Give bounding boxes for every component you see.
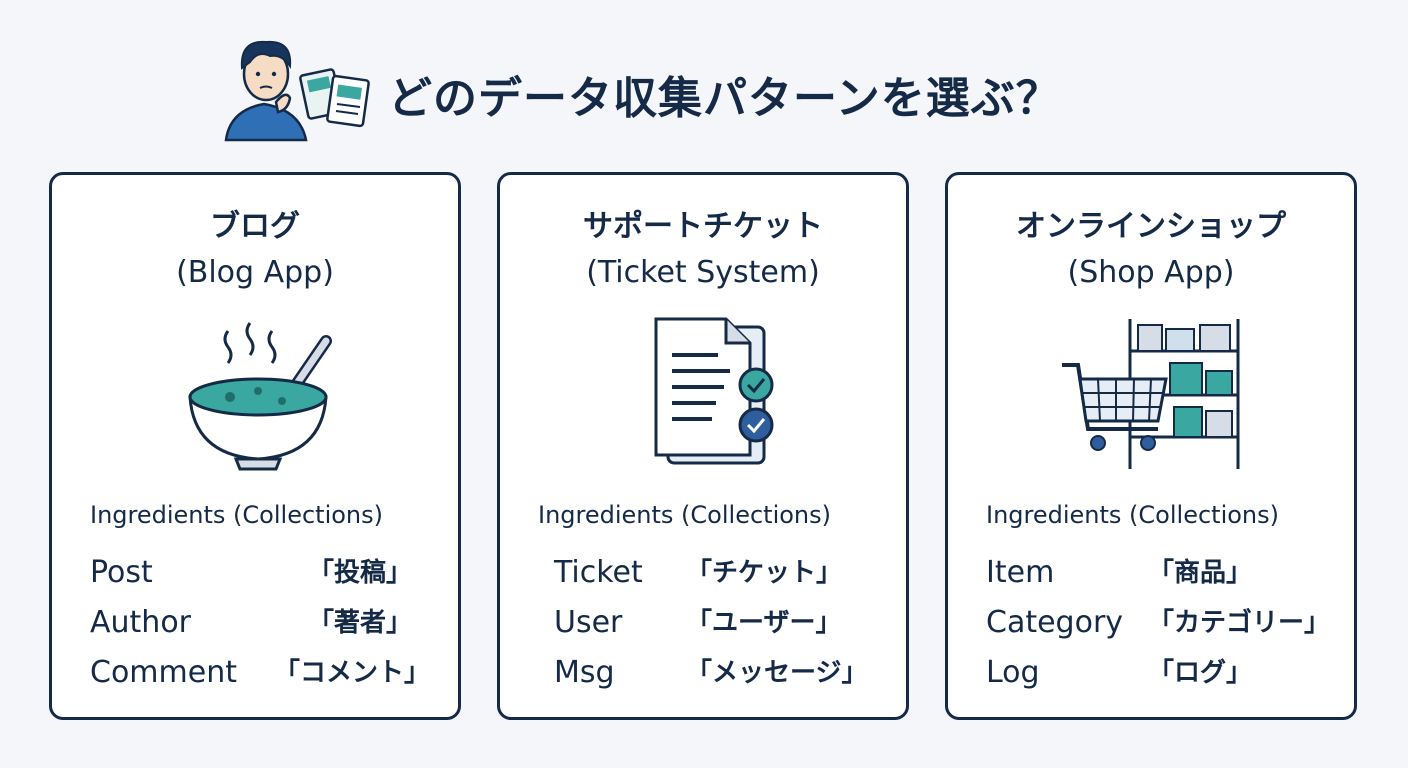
ingredients-label: Ingredients (Collections) [538, 501, 831, 529]
collection-list: Item 「商品」 Category 「カテゴリー」 Log 「ログ」 [986, 551, 1330, 701]
card-subtitle: (Ticket System) [586, 255, 820, 290]
collection-en: Msg [554, 655, 615, 690]
list-item: Item 「商品」 [986, 551, 1326, 601]
card-subtitle: (Blog App) [176, 255, 334, 290]
collection-en: Category [986, 605, 1124, 640]
collection-jp: 「チケット」 [686, 558, 843, 588]
soup-bowl-icon [188, 322, 332, 471]
collection-en: User [554, 605, 623, 640]
list-item: Msg 「メッセージ」 [554, 651, 894, 701]
shopping-cart-shelf-icon [1062, 319, 1240, 469]
collection-list: Post 「投稿」 Author 「著者」 Comment 「コメント」 [90, 551, 430, 701]
list-item: Ticket 「チケット」 [554, 551, 894, 601]
list-item: Post 「投稿」 [90, 551, 430, 601]
card-ticket: サポートチケット (Ticket System) Ingredients (Co… [497, 172, 909, 720]
card-title: オンラインショップ [1016, 209, 1286, 244]
ingredients-label: Ingredients (Collections) [986, 501, 1279, 529]
collection-en: Log [986, 655, 1040, 690]
list-item: Comment 「コメント」 [90, 651, 430, 701]
card-subtitle: (Shop App) [1067, 255, 1235, 290]
card-title: ブログ [210, 209, 300, 244]
collection-jp: 「ログ」 [1148, 658, 1253, 688]
list-item: Category 「カテゴリー」 [986, 601, 1330, 651]
collection-jp: 「投稿」 [308, 558, 413, 588]
page-title: どのデータ収集パターンを選ぶ？ [388, 73, 1061, 124]
collection-en: Comment [90, 655, 237, 690]
list-item: User 「ユーザー」 [554, 601, 894, 651]
collection-en: Ticket [554, 555, 643, 590]
thinking-person-icon [224, 40, 370, 142]
card-shop: オンラインショップ (Shop App) Ingredients (Collec… [945, 172, 1357, 720]
collection-jp: 「カテゴリー」 [1148, 608, 1331, 638]
collection-jp: 「メッセージ」 [686, 658, 868, 688]
collection-en: Post [90, 555, 153, 590]
document-checklist-icon [654, 317, 774, 465]
header: どのデータ収集パターンを選ぶ？ [0, 22, 1408, 152]
collection-list: Ticket 「チケット」 User 「ユーザー」 Msg 「メッセージ」 [554, 551, 894, 701]
collection-jp: 「著者」 [308, 608, 413, 638]
list-item: Log 「ログ」 [986, 651, 1326, 701]
ingredients-label: Ingredients (Collections) [90, 501, 383, 529]
collection-jp: 「ユーザー」 [686, 608, 842, 638]
card-blog: ブログ (Blog App) Ingredients (Collections)… [49, 172, 461, 720]
collection-jp: 「商品」 [1148, 558, 1253, 588]
collection-en: Item [986, 555, 1055, 590]
list-item: Author 「著者」 [90, 601, 430, 651]
card-title: サポートチケット [583, 209, 823, 244]
collection-jp: 「コメント」 [274, 658, 431, 688]
collection-en: Author [90, 605, 192, 640]
